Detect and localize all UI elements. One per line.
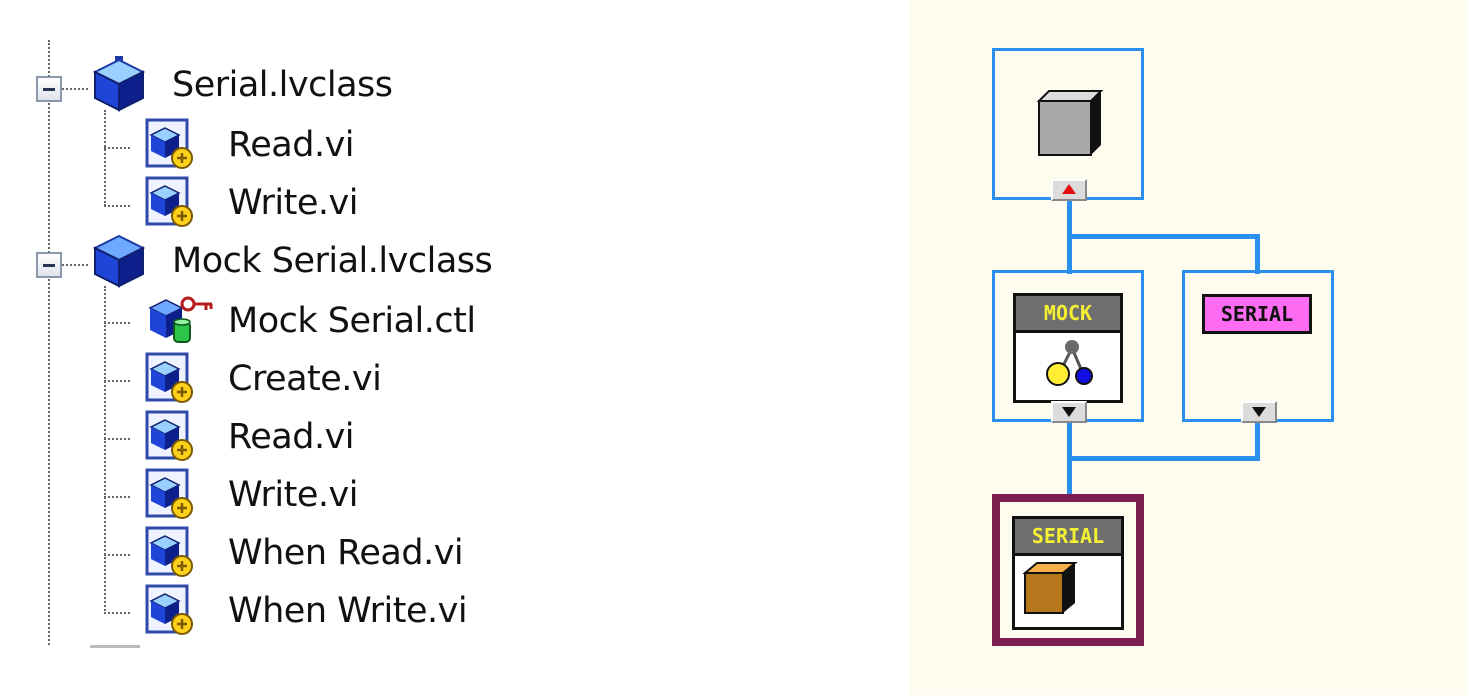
tree-connector (104, 612, 130, 614)
mock-children-line (104, 286, 106, 614)
serial-class-node[interactable]: SERIAL (1182, 270, 1334, 423)
serial-tag: SERIAL (1202, 294, 1312, 334)
tree-connector (62, 88, 88, 90)
class-hierarchy-panel: MOCK SERIAL SERIAL (910, 0, 1467, 695)
tree-root-line (48, 40, 50, 645)
expand-down-button[interactable] (1051, 401, 1087, 423)
tree-item-label: When Write.vi (228, 591, 468, 631)
triangle-up-icon (1062, 184, 1076, 194)
tree-item-label: Create.vi (228, 359, 382, 399)
mock-class-node[interactable]: MOCK (992, 270, 1144, 423)
serial-children-line (104, 110, 106, 206)
triangle-down-icon (1252, 407, 1266, 417)
tree-item-label: Write.vi (228, 475, 358, 515)
collapse-up-button[interactable] (1051, 179, 1087, 201)
selected-serial-class-node[interactable]: SERIAL (992, 494, 1144, 646)
class-banner: MOCK (1016, 296, 1120, 333)
class-cube-icon (92, 56, 146, 112)
triangle-down-icon (1062, 407, 1076, 417)
tree-item-label: Read.vi (228, 417, 355, 457)
tree-item-ctl[interactable]: Mock Serial.ctl (140, 296, 476, 346)
tree-item-mock-class[interactable]: Mock Serial.lvclass (90, 234, 493, 288)
vi-icon (145, 410, 193, 461)
tree-connector (104, 438, 130, 440)
tree-item-label: Write.vi (228, 183, 358, 223)
tree-item-label: Mock Serial.ctl (228, 301, 476, 341)
tree-item-vi[interactable]: Read.vi (140, 118, 355, 170)
collapse-toggle[interactable] (36, 252, 62, 278)
tree-item-label: Read.vi (228, 125, 355, 165)
tree-connector (104, 496, 130, 498)
root-class-node[interactable] (992, 48, 1144, 201)
class-private-data-icon (148, 296, 213, 343)
vi-icon (145, 176, 193, 227)
tree-item-vi[interactable]: Write.vi (140, 468, 358, 520)
tree-item-label: Serial.lvclass (172, 65, 393, 105)
tree-item-label: When Read.vi (228, 533, 464, 573)
tree-connector (104, 205, 130, 207)
project-tree: Serial.lvclass Read.vi Write.vi (36, 40, 493, 652)
orange-cube-icon (1022, 562, 1078, 614)
tree-connector (104, 322, 130, 324)
serial-class-icon: SERIAL (1012, 516, 1124, 630)
mock-class-icon: MOCK (1013, 293, 1123, 403)
hierarchy-wire (1255, 420, 1260, 460)
class-hierarchy-icon (1046, 340, 1093, 386)
vi-icon (145, 118, 193, 169)
vi-icon (145, 352, 193, 403)
hierarchy-wire (1255, 234, 1260, 274)
hierarchy-wire (1067, 234, 1260, 239)
tree-connector (104, 380, 130, 382)
tree-item-vi[interactable]: Write.vi (140, 176, 358, 228)
expand-down-button[interactable] (1241, 401, 1277, 423)
tree-item-label: Mock Serial.lvclass (172, 241, 493, 281)
vi-icon (145, 526, 193, 577)
hierarchy-wire (1067, 456, 1260, 461)
scroll-stub (90, 645, 140, 652)
class-banner: SERIAL (1015, 519, 1121, 556)
tree-item-vi[interactable]: Create.vi (140, 352, 382, 404)
tree-item-vi[interactable]: When Read.vi (140, 526, 464, 578)
collapse-toggle[interactable] (36, 76, 62, 102)
class-cube-icon (92, 234, 146, 288)
vi-icon (145, 584, 193, 635)
tree-item-serial-class[interactable]: Serial.lvclass (90, 56, 393, 112)
tree-connector (104, 147, 130, 149)
tree-item-vi[interactable]: When Write.vi (140, 584, 468, 636)
tree-connector (62, 264, 88, 266)
tree-connector (104, 554, 130, 556)
tree-item-vi[interactable]: Read.vi (140, 410, 355, 462)
vi-icon (145, 468, 193, 519)
gray-cube-icon (1036, 90, 1104, 156)
